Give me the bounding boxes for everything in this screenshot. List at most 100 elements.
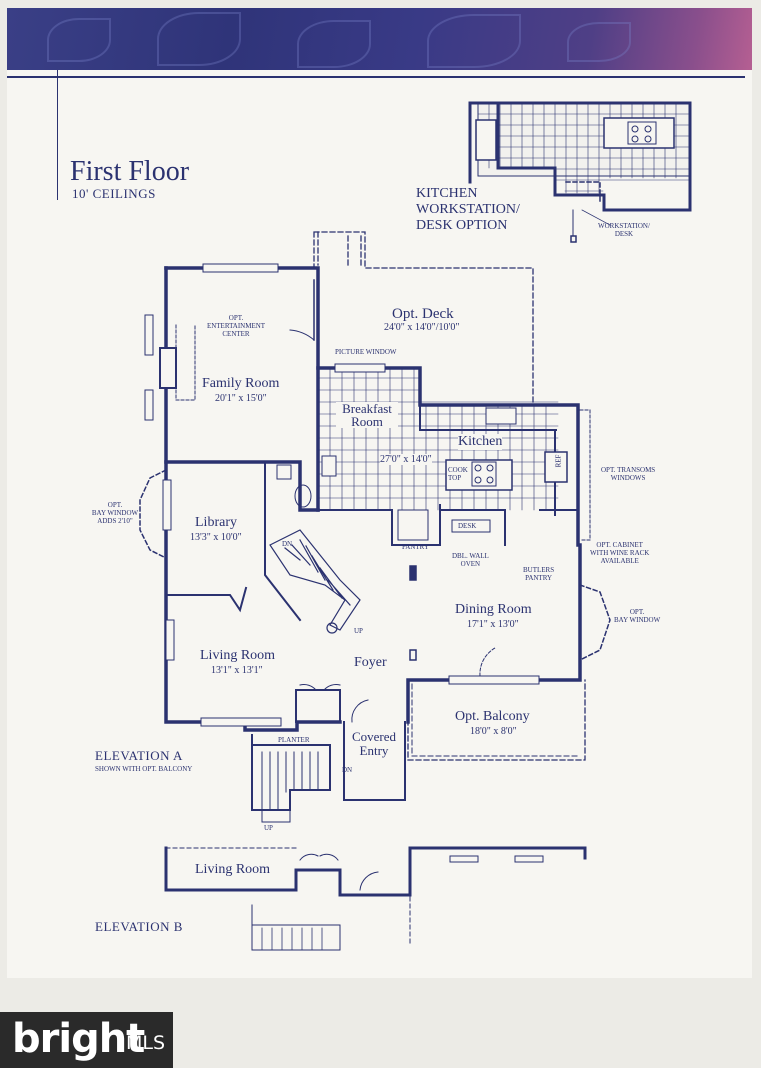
entertainment-line: OPT. (228, 314, 244, 322)
family-room-dims: 20'1" x 15'0" (215, 393, 267, 404)
banner-rule (7, 76, 745, 78)
entry-stairs (261, 751, 319, 823)
workstation-desk-label: WORKSTATION/ DESK (598, 222, 650, 238)
butlers-line: BUTLERS (523, 566, 555, 574)
foyer-label: Foyer (354, 655, 387, 670)
powder-room-sink (276, 464, 292, 480)
workstation-line: WORKSTATION/ (598, 222, 650, 230)
entry-stair-down-label: DN (342, 766, 353, 774)
cabinet-line: OPT. CABINET (596, 541, 643, 549)
pantry-shelves (397, 509, 429, 541)
main-staircase (269, 529, 361, 634)
picture-window (334, 363, 386, 373)
bright-mls-logo: bright MLS (0, 1012, 173, 1068)
breakfast-line: Room (351, 414, 383, 429)
dining-bay-window-label: OPT. BAY WINDOW (614, 608, 660, 624)
breakfast-line: Breakfast (342, 401, 392, 416)
decorative-banner (7, 8, 752, 70)
dining-bay-window (578, 584, 611, 662)
covered-entry-line: Covered (351, 729, 397, 744)
dining-bay-line: BAY WINDOW (614, 616, 661, 624)
balcony-outline (407, 679, 586, 761)
transoms-line: OPT. TRANSOMS (601, 466, 656, 474)
deck-outline (313, 231, 534, 406)
cooktop-line: TOP (448, 474, 462, 482)
library-bay-window (139, 468, 168, 560)
library-name: Library (195, 515, 237, 530)
entertainment-line: ENTERTAINMENT (206, 322, 266, 330)
banner-leaf-pattern (47, 18, 111, 62)
deck-dims: 24'0" x 14'0"/10'0" (384, 322, 460, 333)
kitchen-tile-grid (317, 367, 559, 511)
kitchen-option-line: WORKSTATION/ (416, 202, 520, 217)
kitchen-option-inset (468, 101, 692, 243)
plan-subtitle: 10' CEILINGS (72, 186, 156, 201)
family-room-window (202, 263, 279, 273)
workstation-line: DESK (614, 230, 634, 238)
elevation-a-note: SHOWN WITH OPT. BALCONY (95, 765, 193, 773)
mls-wordmark: MLS (126, 1032, 166, 1054)
kitchen-name: Kitchen (458, 434, 503, 450)
picture-window-label: PICTURE WINDOW (335, 348, 397, 356)
elevation-b-room-label: Living Room (195, 862, 271, 877)
living-room-window (200, 717, 282, 727)
cooktop-line: COOK (448, 466, 468, 474)
dining-room-name: Dining Room (455, 602, 532, 617)
living-room-name: Living Room (200, 648, 276, 663)
powder-room-toilet (294, 484, 312, 508)
stair-down-label: DN (282, 540, 293, 548)
covered-entry-line: Entry (359, 743, 389, 758)
banner-leaf-pattern (157, 12, 241, 66)
living-room-dims: 13'1" x 13'1" (211, 665, 263, 676)
family-room-name: Family Room (202, 376, 280, 391)
banner-leaf-pattern (297, 20, 371, 68)
oven-line: DBL. WALL (452, 552, 489, 560)
kitchen-dims: 27'0" x 14'0" (380, 454, 432, 465)
interior-walls (165, 404, 579, 811)
kitchen-option-line: KITCHEN (416, 186, 478, 201)
dining-room-window (448, 675, 540, 685)
elevation-b-title: ELEVATION B (95, 919, 183, 934)
banner-leaf-pattern (567, 22, 631, 62)
butlers-pantry-label: BUTLERS PANTRY (523, 566, 554, 582)
kitchen-option-line: DESK OPTION (416, 218, 508, 233)
dining-bay-line: OPT. (629, 608, 645, 616)
cabinet-line: WITH WINE RACK (590, 549, 650, 557)
entry-stair-up-label: UP (264, 824, 273, 832)
sink (485, 407, 517, 425)
bright-wordmark: bright (12, 1016, 145, 1062)
balcony-name: Opt. Balcony (455, 709, 530, 724)
wine-rack-cabinet-label: OPT. CABINET WITH WINE RACK AVAILABLE (590, 541, 649, 565)
double-wall-oven-label: DBL. WALL OVEN (452, 552, 489, 568)
bay-window-line: ADDS 2'10" (97, 517, 133, 525)
bay-window-line: BAY WINDOW (91, 509, 139, 517)
plan-title: First Floor (70, 156, 190, 187)
balcony-dims: 18'0" x 8'0" (470, 726, 517, 737)
desk-counter (451, 519, 491, 533)
butlers-line: PANTRY (525, 574, 553, 582)
entertainment-line: CENTER (222, 330, 250, 338)
elevation-a-title: ELEVATION A (95, 748, 183, 763)
bay-window-line: OPT. (107, 501, 123, 509)
desk-label: DESK (458, 522, 477, 530)
library-dims: 13'3" x 10'0" (190, 532, 242, 543)
banner-leaf-pattern (427, 14, 521, 68)
fireplace (159, 347, 177, 389)
elevation-b-drawing (164, 846, 587, 951)
refrigerator-label: REF (554, 454, 563, 468)
dining-room-dims: 17'1" x 13'0" (467, 619, 519, 630)
transoms-line: WINDOWS (610, 474, 646, 482)
covered-entry-label: Covered Entry (346, 730, 402, 758)
cabinet-line: AVAILABLE (600, 557, 639, 565)
kitchen-option-label: KITCHEN WORKSTATION/ DESK OPTION (416, 186, 520, 234)
transoms-label: OPT. TRANSOMS WINDOWS (601, 466, 655, 482)
oven-line: OVEN (460, 560, 481, 568)
library-bay-window-label: OPT. BAY WINDOW ADDS 2'10" (90, 501, 140, 525)
cooktop-label: COOK TOP (448, 466, 468, 482)
entertainment-center-label: OPT. ENTERTAINMENT CENTER (200, 314, 272, 338)
breakfast-room-label: Breakfast Room (336, 402, 398, 428)
refrigerator (544, 451, 568, 483)
deck-name: Opt. Deck (392, 306, 454, 322)
pantry-label: PANTRY (402, 543, 429, 551)
